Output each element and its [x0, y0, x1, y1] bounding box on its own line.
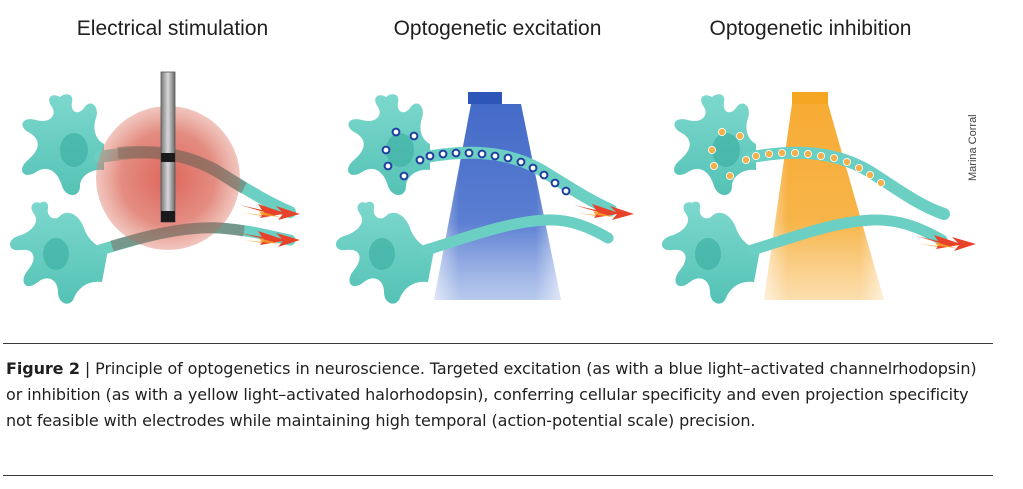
caption-top-rule [3, 343, 993, 344]
action-potential-icon [574, 204, 634, 220]
neuron-icon [674, 94, 950, 220]
figure-label: Figure 2 [6, 359, 80, 378]
light-cone-icon [764, 104, 884, 300]
electrode-icon [160, 71, 176, 223]
figure-caption: Figure 2 | Principle of optogenetics in … [6, 356, 996, 434]
light-source-icon [792, 92, 828, 104]
optogenetics-illustration [9, 71, 976, 304]
neuron-icon [335, 201, 614, 304]
caption-bottom-rule [3, 475, 993, 476]
panel-title-inhibition: Optogenetic inhibition [709, 17, 912, 40]
action-potential-icon [916, 235, 976, 251]
image-credit: Marina Corral [967, 114, 979, 181]
action-potential-icon [240, 204, 300, 220]
light-cone-icon [434, 104, 561, 300]
caption-separator: | [79, 359, 96, 378]
panel-title-excitation: Optogenetic excitation [393, 17, 602, 40]
halorhodopsin-markers [708, 127, 885, 187]
panel-inhibition [661, 92, 976, 304]
light-source-icon [468, 92, 502, 104]
panel-excitation [335, 92, 634, 304]
caption-text: Principle of optogenetics in neuroscienc… [6, 359, 977, 430]
channelrhodopsin-markers [381, 127, 571, 196]
action-potential-icon [240, 231, 300, 247]
panel-electrical [9, 71, 300, 304]
panel-title-electrical: Electrical stimulation [76, 17, 269, 40]
neuron-icon [661, 201, 948, 304]
